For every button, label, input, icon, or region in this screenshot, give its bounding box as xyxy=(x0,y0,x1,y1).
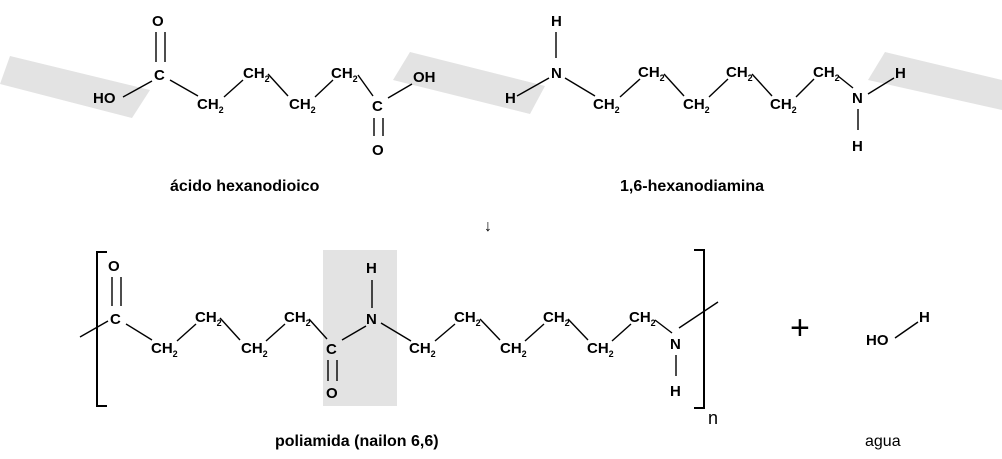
atom-ch2-f: CH2 xyxy=(813,64,840,83)
atom-h-top-left: H xyxy=(551,13,562,30)
highlight-acid-right-oh xyxy=(393,52,545,114)
bracket-left xyxy=(96,251,107,407)
atom-o-top: O xyxy=(152,13,164,30)
atom-ch2-p1: CH2 xyxy=(151,340,178,359)
atom-o-product-top: O xyxy=(108,258,120,275)
atom-n-amide: N xyxy=(366,311,377,328)
atom-c-product-left: C xyxy=(110,311,121,328)
atom-ch2-c: CH2 xyxy=(683,96,710,115)
repeat-subscript-n: n xyxy=(708,408,718,428)
atom-ch2-a: CH2 xyxy=(593,96,620,115)
atom-ho-left: HO xyxy=(93,90,116,107)
atom-ch2-1: CH2 xyxy=(197,96,224,115)
atom-c-carboxyl-left: C xyxy=(154,67,165,84)
atom-ch2-p7: CH2 xyxy=(500,340,527,359)
atom-ch2-p2: CH2 xyxy=(195,309,222,328)
atom-h-bottom: H xyxy=(852,138,863,155)
molecule-polyamide-repeat-unit: n O C CH2 CH2 CH2 CH2 C O N H CH2 CH2 CH… xyxy=(79,249,719,428)
highlight-amine-right-h xyxy=(868,52,1002,110)
atom-ho-water: HO xyxy=(866,332,889,349)
caption-hexanediamine: 1,6-hexanodiamina xyxy=(620,178,764,195)
atom-ch2-p8: CH2 xyxy=(543,309,570,328)
atom-c-amide: C xyxy=(326,341,337,358)
atom-c-carboxyl-right: C xyxy=(372,98,383,115)
atom-n-left: N xyxy=(551,65,562,82)
atom-h-left: H xyxy=(505,90,516,107)
molecule-hexanedioic-acid: O C HO CH2 CH2 CH2 CH2 C OH O xyxy=(93,13,436,159)
atom-ch2-p6: CH2 xyxy=(454,309,481,328)
atom-ch2-p9: CH2 xyxy=(587,340,614,359)
atom-ch2-4: CH2 xyxy=(331,65,358,84)
molecule-water: HO H xyxy=(866,309,930,349)
atom-ch2-d: CH2 xyxy=(726,64,753,83)
caption-hexanedioic-acid: ácido hexanodioico xyxy=(170,178,320,195)
atom-o-amide: O xyxy=(326,385,338,402)
atom-n-product-right: N xyxy=(670,336,681,353)
atom-h-right: H xyxy=(895,65,906,82)
atom-h-amide: H xyxy=(366,260,377,277)
reactive-group-highlights xyxy=(0,52,1002,406)
atom-ch2-e: CH2 xyxy=(770,96,797,115)
highlight-acid-left-oh xyxy=(0,56,150,118)
atom-ch2-2: CH2 xyxy=(243,65,270,84)
atom-ch2-b: CH2 xyxy=(638,64,665,83)
highlight-amide-bond xyxy=(323,250,397,406)
atom-h-water: H xyxy=(919,309,930,326)
atom-n-right: N xyxy=(852,90,863,107)
atom-ch2-3: CH2 xyxy=(289,96,316,115)
molecule-hexanediamine: H N H CH2 CH2 CH2 CH2 CH2 CH2 N H H xyxy=(505,13,906,155)
atom-h-product-right: H xyxy=(670,383,681,400)
reaction-arrow: ↓ xyxy=(484,218,492,235)
atom-oh-right: OH xyxy=(413,69,436,86)
caption-polyamide: poliamida (nailon 6,6) xyxy=(275,433,439,450)
plus-sign: + xyxy=(790,309,810,347)
atom-ch2-p5: CH2 xyxy=(409,340,436,359)
caption-water: agua xyxy=(865,433,901,450)
bracket-right xyxy=(694,249,705,409)
atom-ch2-p10: CH2 xyxy=(629,309,656,328)
atom-ch2-p4: CH2 xyxy=(284,309,311,328)
atom-o-bottom: O xyxy=(372,142,384,159)
atom-ch2-p3: CH2 xyxy=(241,340,268,359)
